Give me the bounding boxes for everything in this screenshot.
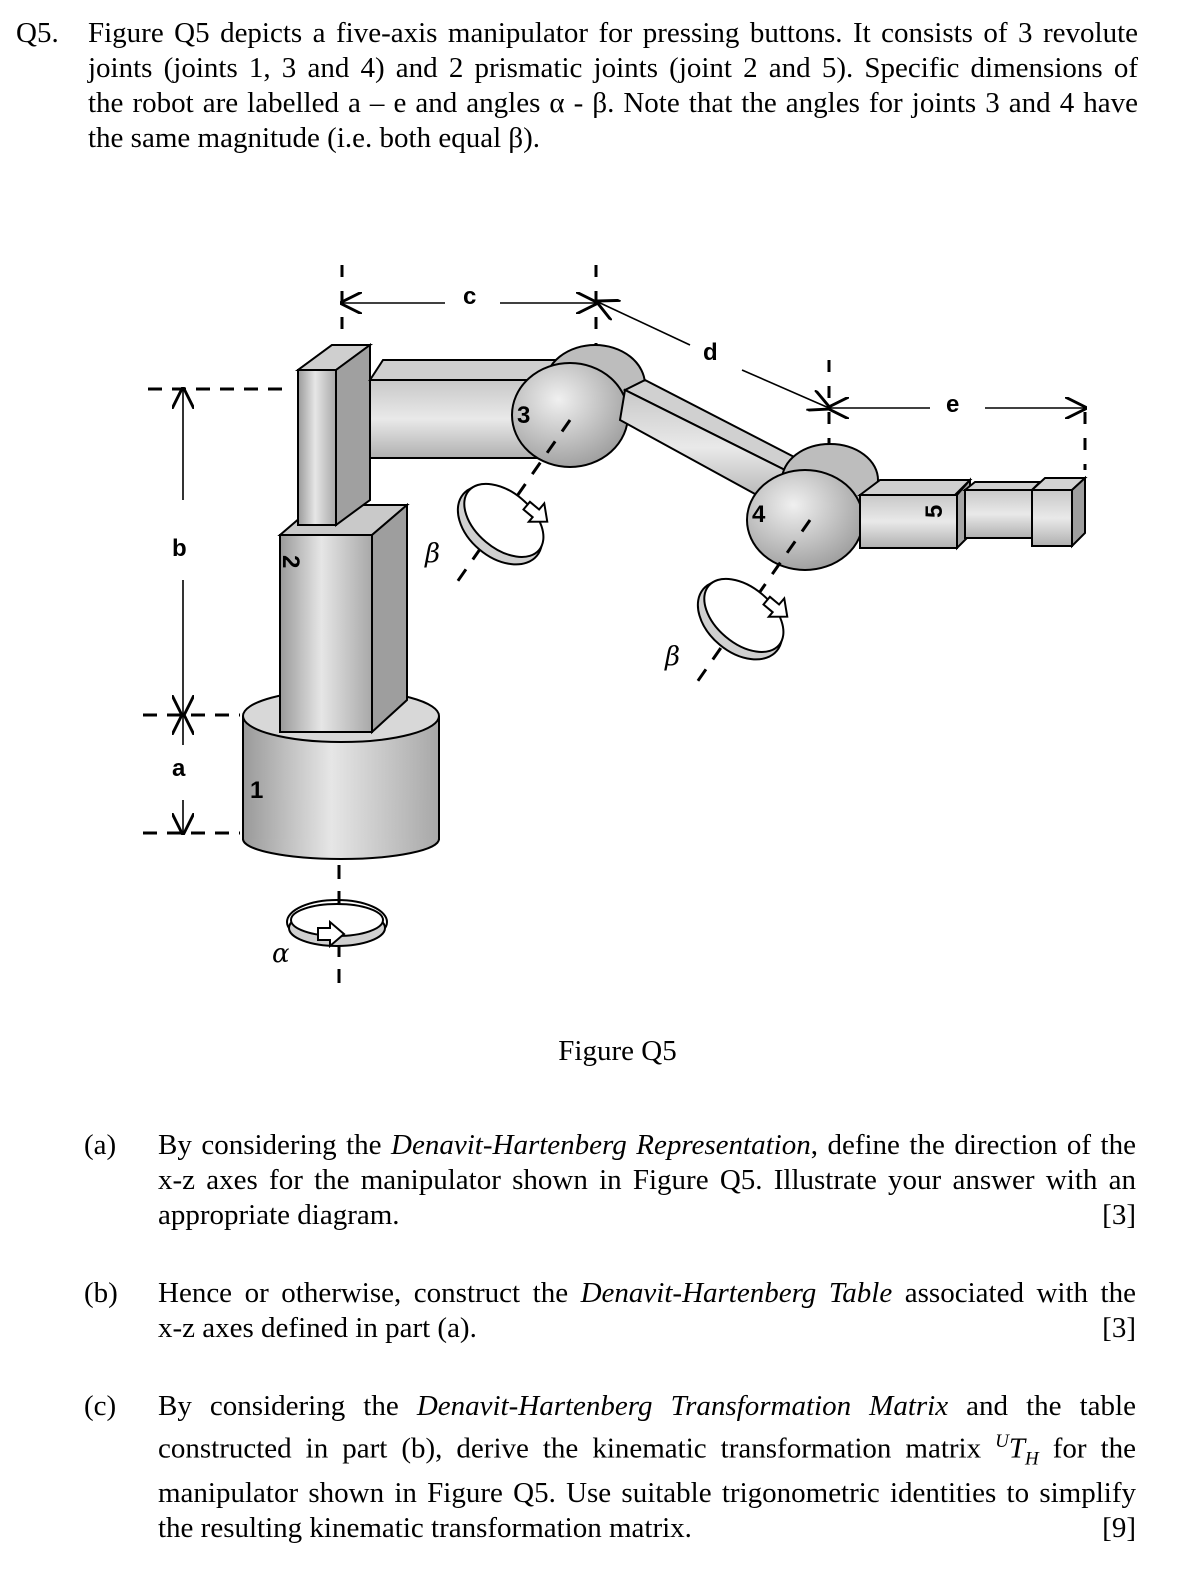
part-body: By considering the Denavit-Hartenberg Re… <box>158 1128 1136 1233</box>
question-number: Q5. <box>16 17 59 49</box>
joint-label-4: 4 <box>752 501 766 528</box>
part-line: By considering the Denavit-Hartenberg Re… <box>158 1129 1136 1161</box>
intro-line: Figure Q5 depicts a five-axis manipulato… <box>88 17 1138 49</box>
joint-label-1: 1 <box>250 777 263 804</box>
marks: [3] <box>1102 1312 1136 1344</box>
angle-label-beta-3: β <box>424 539 440 569</box>
joint-label-5: 5 <box>921 505 948 518</box>
part-line: appropriate diagram. [3] <box>158 1198 1136 1233</box>
dimension-arrows <box>183 302 1085 833</box>
lower-column <box>277 502 410 735</box>
part-line: x-z axes for the manipulator shown in Fi… <box>158 1164 1136 1196</box>
part-body: By considering the Denavit-Hartenberg Tr… <box>158 1389 1136 1546</box>
part-line: Hence or otherwise, construct the Denavi… <box>158 1277 1136 1309</box>
angle-label-alpha: α <box>272 939 290 969</box>
part-line-text: the resulting kinematic transformation m… <box>158 1512 692 1545</box>
rotation-indicator-beta-4-icon <box>696 577 789 661</box>
figure-caption: Figure Q5 <box>558 1035 677 1067</box>
part-line-text: x-z axes defined in part (a). <box>158 1312 477 1344</box>
joint-4-sphere <box>746 443 879 571</box>
part-label: (b) <box>84 1277 118 1309</box>
angle-label-beta-4: β <box>664 642 680 672</box>
rotation-indicator-alpha-icon <box>286 899 388 949</box>
marks: [9] <box>1102 1512 1136 1545</box>
part-line-text: appropriate diagram. <box>158 1199 400 1231</box>
dimension-label-a: a <box>172 755 186 782</box>
part-body: Hence or otherwise, construct the Denavi… <box>158 1276 1136 1346</box>
part-line: manipulator shown in Figure Q5. Use suit… <box>158 1477 1136 1510</box>
part-line: constructed in part (b), derive the kine… <box>158 1431 1136 1470</box>
intro-line: the same magnitude (i.e. both equal β). <box>88 122 541 154</box>
part-line: By considering the Denavit-Hartenberg Tr… <box>158 1390 1136 1422</box>
part-line: the resulting kinematic transformation m… <box>158 1511 1136 1546</box>
dimension-label-c: c <box>463 283 476 310</box>
dimension-label-d: d <box>703 339 718 366</box>
dimension-label-e: e <box>946 391 959 418</box>
arm-e <box>857 475 1088 551</box>
joint-label-2: 2 <box>277 555 304 568</box>
upper-column <box>294 343 374 527</box>
question-intro: Figure Q5 depicts a five-axis manipulato… <box>88 16 1138 156</box>
intro-line: joints (joints 1, 3 and 4) and 2 prismat… <box>88 52 1138 84</box>
rotation-indicator-beta-3-icon <box>456 482 549 566</box>
intro-line: the robot are labelled a – e and angles … <box>88 87 1138 119</box>
figure-q5: b a c d e 1 2 3 4 5 α β β <box>0 240 1189 1020</box>
joint-3-sphere <box>511 344 646 468</box>
part-label: (c) <box>84 1390 117 1422</box>
part-line: x-z axes defined in part (a). [3] <box>158 1311 1136 1346</box>
dimension-label-b: b <box>172 535 187 562</box>
part-label: (a) <box>84 1129 117 1161</box>
marks: [3] <box>1102 1199 1136 1231</box>
manipulator-diagram: b a c d e 1 2 3 4 5 α β β <box>143 265 1088 985</box>
joint-label-3: 3 <box>517 402 530 429</box>
